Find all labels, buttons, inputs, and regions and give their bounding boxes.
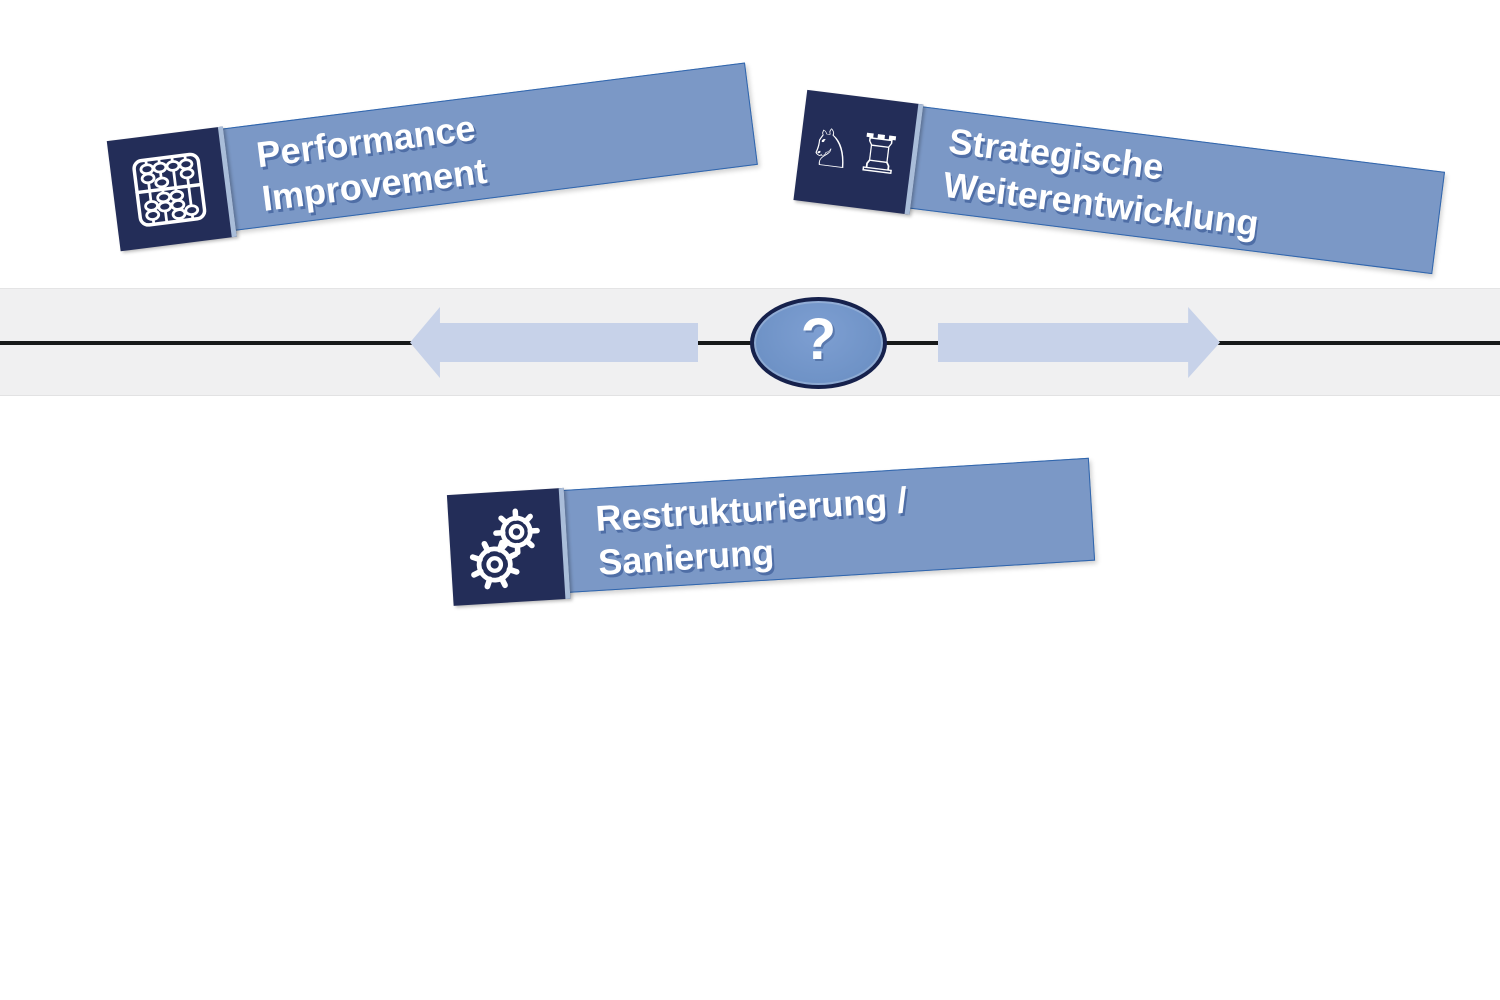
banner-label: Performance Improvement — [253, 97, 490, 228]
banner-label: Restrukturierung / Sanierung — [594, 470, 912, 592]
banner-strategische-weiterentwicklung: ♘♖ Strategische Weiterentwicklung — [793, 89, 1446, 275]
question-badge: ? — [750, 297, 887, 389]
banner-label: Strategische Weiterentwicklung — [940, 111, 1268, 253]
question-mark: ? — [800, 307, 837, 372]
abacus-icon — [106, 126, 237, 252]
gears-icon — [446, 487, 571, 606]
banner-performance-improvement: Performance Improvement — [106, 62, 758, 252]
banner-restrukturierung-sanierung: Restrukturierung / Sanierung — [446, 457, 1096, 606]
chess-pieces-glyphs: ♘♖ — [803, 116, 908, 188]
chess-icon: ♘♖ — [793, 89, 924, 215]
